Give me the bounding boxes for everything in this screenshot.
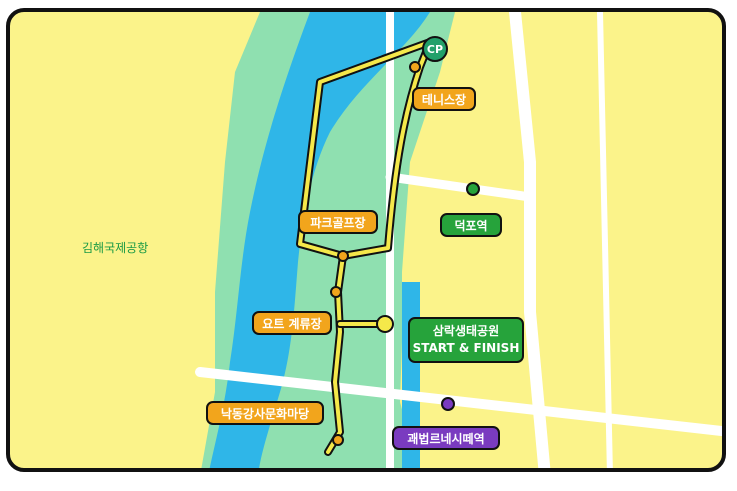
station-tag: 괘법르네시떼역 [392, 426, 500, 450]
route-markers [330, 61, 421, 446]
river [209, 12, 430, 468]
golf-tag: 파크골프장 [298, 210, 378, 234]
golf-label: 파크골프장 [310, 215, 366, 230]
culture-dot [332, 434, 344, 446]
yacht-label: 요트 계류장 [262, 316, 322, 331]
start-dot [376, 315, 394, 333]
dukpo-label: 덕포역 [454, 218, 488, 233]
roads [195, 12, 722, 468]
tennis-tag: 테니스장 [412, 87, 476, 111]
dukpo-tag: 덕포역 [440, 213, 502, 237]
yacht-tag: 요트 계류장 [252, 311, 332, 335]
station-label: 괘법르네시떼역 [407, 431, 485, 446]
station-dot [441, 397, 455, 411]
yacht-dot [330, 286, 342, 298]
tennis-label: 테니스장 [421, 92, 467, 107]
start-finish-tag: 삼락생태공원 START & FINISH [408, 317, 524, 363]
map-frame: 김해국제공항 CP 테니스장 파크골프장 요트 계류장 낙동강사문화마당 덕포역… [6, 8, 726, 472]
culture-label: 낙동강사문화마당 [220, 406, 310, 421]
culture-tag: 낙동강사문화마당 [206, 401, 324, 425]
start-sub-label: START & FINISH [412, 341, 520, 355]
tennis-dot [409, 61, 421, 73]
golf-dot [337, 250, 349, 262]
start-name-label: 삼락생태공원 [432, 324, 500, 338]
airport-label: 김해국제공항 [82, 241, 149, 255]
map-canvas [195, 12, 722, 468]
dukpo-dot [466, 182, 480, 196]
checkpoint-badge: CP [422, 36, 448, 62]
